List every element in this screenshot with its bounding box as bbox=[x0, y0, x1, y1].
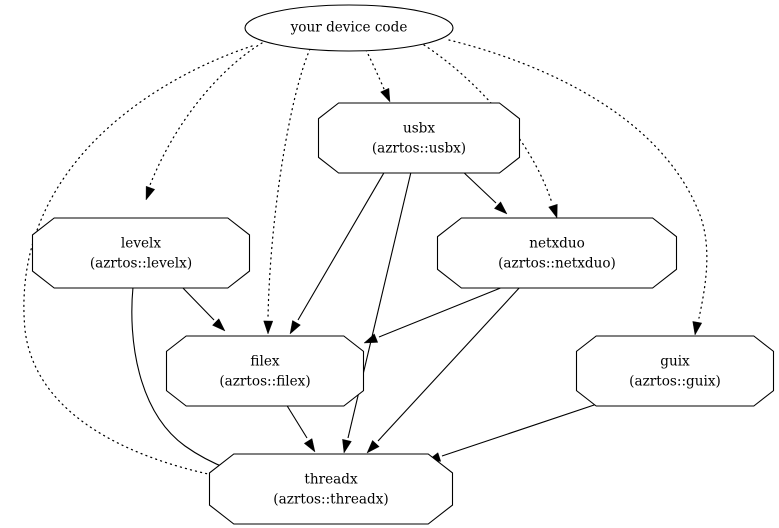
edge-line bbox=[448, 39, 708, 319]
node-label-namespace: (azrtos::threadx) bbox=[273, 492, 388, 508]
node-label-namespace: (azrtos::netxduo) bbox=[498, 256, 616, 272]
edge-layer bbox=[23, 39, 708, 484]
edge-line bbox=[365, 49, 385, 90]
arrow-head-icon bbox=[366, 440, 380, 454]
edge-line bbox=[131, 286, 229, 470]
node-label-primary: guix bbox=[660, 354, 690, 370]
edge-device-to-filex bbox=[263, 48, 311, 335]
arrow-head-icon bbox=[263, 320, 274, 335]
arrow-head-icon bbox=[303, 438, 316, 453]
octagon-shape bbox=[436, 217, 678, 289]
edge-levelx-to-filex bbox=[179, 284, 226, 332]
edge-netxduo-to-filex bbox=[363, 284, 509, 344]
edge-line bbox=[378, 284, 509, 338]
edge-line bbox=[441, 397, 616, 457]
arrow-head-icon bbox=[363, 333, 379, 344]
arrow-head-icon bbox=[494, 201, 508, 215]
arrow-head-icon bbox=[692, 321, 703, 336]
octagon-shape bbox=[317, 102, 521, 174]
arrow-head-icon bbox=[548, 203, 558, 219]
edge-line bbox=[149, 42, 263, 186]
edge-device-to-levelx bbox=[145, 42, 263, 201]
edge-line bbox=[285, 403, 308, 439]
arrow-head-icon bbox=[342, 439, 352, 454]
node-label-namespace: (azrtos::levelx) bbox=[90, 256, 192, 272]
edge-usbx-to-threadx bbox=[342, 171, 412, 454]
octagon-shape bbox=[31, 217, 251, 289]
edge-line bbox=[267, 48, 311, 319]
edge-netxduo-to-threadx bbox=[366, 285, 522, 454]
node-label-primary: threadx bbox=[304, 472, 358, 488]
node-usbx[interactable]: usbx(azrtos::usbx) bbox=[317, 102, 521, 174]
node-label-primary: levelx bbox=[121, 236, 161, 252]
edge-line bbox=[377, 285, 522, 442]
node-label-primary: usbx bbox=[403, 121, 435, 137]
node-layer: your device codeusbx(azrtos::usbx)levelx… bbox=[31, 4, 775, 525]
octagon-shape bbox=[165, 335, 365, 407]
edge-line bbox=[297, 170, 386, 321]
edge-line bbox=[23, 45, 253, 479]
edge-usbx-to-netxduo bbox=[459, 168, 508, 215]
arrow-head-icon bbox=[289, 320, 301, 335]
node-levelx[interactable]: levelx(azrtos::levelx) bbox=[31, 217, 251, 289]
node-filex[interactable]: filex(azrtos::filex) bbox=[165, 335, 365, 407]
node-label-primary: netxduo bbox=[529, 236, 585, 252]
edge-guix-to-threadx bbox=[426, 397, 616, 462]
node-label-namespace: (azrtos::filex) bbox=[219, 374, 310, 390]
node-threadx[interactable]: threadx(azrtos::threadx) bbox=[208, 453, 454, 525]
octagon-shape bbox=[208, 453, 454, 525]
node-label-primary: your device code bbox=[290, 20, 408, 36]
node-label-namespace: (azrtos::usbx) bbox=[372, 141, 466, 157]
edge-line bbox=[179, 284, 215, 321]
edge-device-to-netxduo bbox=[423, 44, 558, 219]
arrow-head-icon bbox=[145, 185, 156, 201]
node-netxduo[interactable]: netxduo(azrtos::netxduo) bbox=[436, 217, 678, 289]
edge-usbx-to-filex bbox=[289, 170, 386, 335]
octagon-shape bbox=[575, 335, 775, 407]
node-label-namespace: (azrtos::guix) bbox=[629, 374, 721, 390]
edge-line bbox=[423, 44, 553, 204]
ellipse-shape bbox=[244, 4, 454, 52]
arrow-head-icon bbox=[380, 87, 391, 103]
node-guix[interactable]: guix(azrtos::guix) bbox=[575, 335, 775, 407]
arrow-head-icon bbox=[212, 318, 226, 332]
edge-line bbox=[347, 171, 412, 439]
edge-line bbox=[459, 168, 497, 204]
edge-device-to-usbx bbox=[365, 49, 391, 103]
node-device[interactable]: your device code bbox=[244, 4, 454, 52]
node-label-primary: filex bbox=[250, 354, 279, 370]
edge-device-to-guix bbox=[448, 39, 708, 336]
edge-filex-to-threadx bbox=[285, 403, 316, 453]
